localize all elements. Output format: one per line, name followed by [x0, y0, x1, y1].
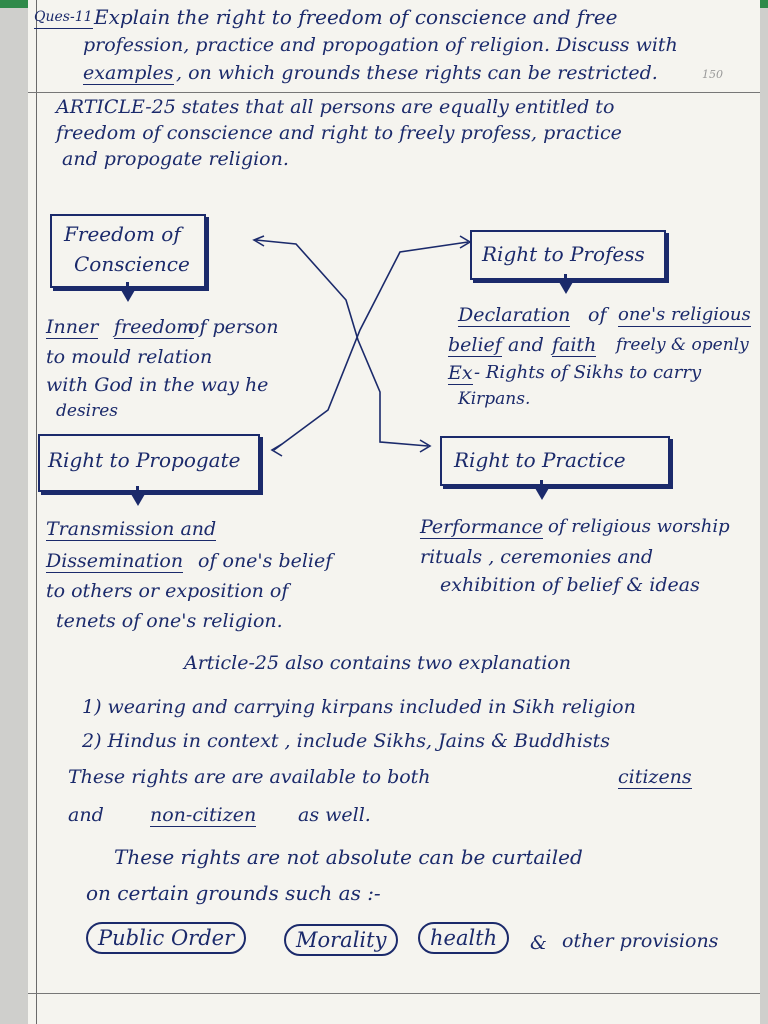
arrow-down-icon	[131, 494, 145, 506]
arrow-stem	[126, 282, 129, 292]
propogate-desc: of one's belief	[198, 550, 333, 572]
question-examples: examples	[83, 62, 174, 85]
propogate-desc: tenets of one's religion.	[56, 610, 283, 632]
profess-desc: faith	[552, 334, 597, 357]
citizens-line: as well.	[298, 804, 371, 826]
question-line-1: Explain the right to freedom of conscien…	[94, 5, 618, 29]
box-label: Right to Practice	[454, 448, 626, 472]
citizens-word: citizens	[618, 766, 692, 789]
conscience-desc: desires	[56, 401, 119, 421]
right-to-propogate-box: Right to Propogate	[38, 434, 260, 492]
profess-desc: Declaration	[458, 304, 571, 327]
practice-desc: of religious worship	[548, 516, 730, 537]
propogate-desc: to others or exposition of	[46, 580, 289, 602]
box-label: Freedom of	[64, 222, 181, 246]
arrow-line	[273, 241, 469, 451]
ground-morality: Morality	[284, 924, 399, 956]
arrow-down-icon	[535, 488, 549, 500]
intro-line-2: freedom of conscience and right to freel…	[56, 122, 622, 144]
right-to-profess-box: Right to Profess	[470, 230, 666, 280]
ground-health: health	[418, 922, 510, 954]
profess-desc: one's religious	[618, 304, 751, 327]
propogate-desc: Dissemination	[46, 550, 184, 573]
conscience-desc: of person	[188, 316, 279, 338]
conscience-desc: to mould relation	[46, 346, 213, 368]
marks: 150	[702, 68, 723, 81]
intro-line-3: and propogate religion.	[62, 148, 289, 170]
arrow-stem	[564, 274, 567, 284]
profess-desc: of	[588, 304, 607, 326]
arrowhead-left	[252, 235, 265, 247]
box-label: Conscience	[74, 252, 190, 276]
cross-arrows	[252, 235, 472, 457]
question-line-2: profession, practice and propogation of …	[83, 34, 678, 56]
propogate-desc: Transmission and	[46, 518, 217, 541]
profess-desc: Kirpans.	[458, 389, 531, 409]
arrow-stem	[540, 480, 543, 490]
box-label: Right to Propogate	[48, 448, 241, 472]
arrow-down-icon	[559, 282, 573, 294]
arrow-down-icon	[121, 290, 135, 302]
conscience-desc: freedom	[114, 316, 195, 339]
question-label: Ques-11	[34, 6, 93, 29]
conscience-desc: Inner	[46, 316, 99, 339]
question-line-3: , on which grounds these rights can be r…	[176, 62, 658, 84]
right-to-practice-box: Right to Practice	[440, 436, 670, 486]
profess-desc: belief	[448, 334, 502, 357]
explanation-heading: Article-25 also contains two explanation	[184, 652, 571, 674]
notebook-page: Ques-11 Explain the right to freedom of …	[28, 0, 760, 1024]
freedom-of-conscience-box: Freedom of Conscience	[50, 214, 206, 288]
explanation-1: 1) wearing and carrying kirpans included…	[82, 696, 636, 718]
ampersand: &	[530, 932, 547, 954]
practice-desc: exhibition of belief & ideas	[440, 574, 700, 596]
citizens-line: and	[68, 804, 104, 826]
arrow-line	[255, 239, 429, 447]
practice-desc: Performance	[420, 516, 544, 539]
ground-other-provisions: other provisions	[562, 930, 719, 952]
restrict-line-2: on certain grounds such as :-	[86, 881, 381, 905]
ruled-line	[28, 92, 760, 93]
practice-desc: rituals , ceremonies and	[420, 546, 654, 568]
profess-desc: and	[508, 334, 544, 356]
non-citizen-word: non-citizen	[150, 804, 257, 827]
profess-desc: freely & openly	[616, 335, 749, 355]
citizens-line: These rights are are available to both	[68, 766, 431, 788]
restrict-line-1: These rights are not absolute can be cur…	[114, 845, 583, 869]
explanation-2: 2) Hindus in context , include Sikhs, Ja…	[82, 730, 610, 752]
arrow-stem	[136, 486, 139, 496]
intro-line-1: ARTICLE-25 states that all persons are e…	[56, 96, 615, 118]
ground-public-order: Public Order	[86, 922, 247, 954]
profess-desc: Ex	[448, 362, 473, 385]
ruled-line	[28, 993, 760, 994]
arrowhead-right	[419, 439, 432, 453]
box-label: Right to Profess	[482, 242, 645, 266]
arrowhead-left	[270, 443, 283, 457]
arrowhead-right	[459, 235, 472, 249]
margin-line	[36, 0, 37, 1024]
conscience-desc: with God in the way he	[46, 374, 269, 396]
profess-desc: - Rights of Sikhs to carry	[474, 362, 702, 383]
